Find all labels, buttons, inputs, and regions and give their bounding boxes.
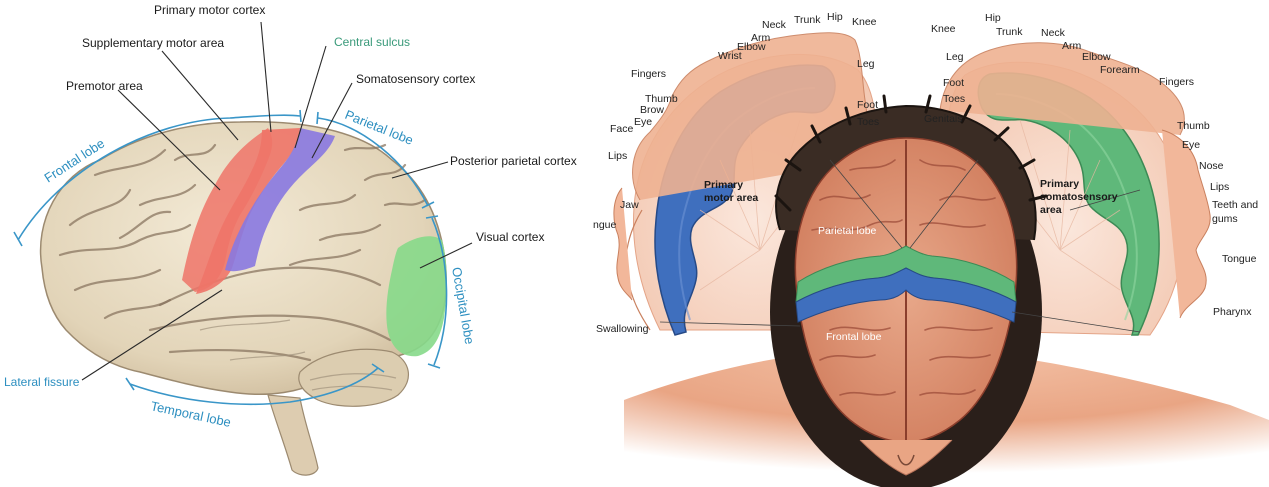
- motor-label: Swallowing: [596, 323, 649, 335]
- sensory-label: Lips: [1210, 181, 1229, 193]
- motor-region: [196, 128, 300, 294]
- parietal-lobe-arc: [317, 117, 429, 207]
- sensory-label: Nose: [1199, 160, 1224, 172]
- label-somatosensory-cortex: Somatosensory cortex: [356, 72, 475, 86]
- label-parietal-lobe-top: Parietal lobe: [818, 225, 877, 237]
- motor-label: Fingers: [631, 68, 666, 80]
- motor-label: Brow: [640, 104, 664, 116]
- label-posterior-parietal-cortex: Posterior parietal cortex: [450, 154, 577, 168]
- sensory-label: Foot: [943, 77, 964, 89]
- motor-label: Face: [610, 123, 634, 135]
- label-visual-cortex: Visual cortex: [476, 230, 544, 244]
- motor-label: Foot: [857, 99, 878, 111]
- motor-label: Wrist: [718, 50, 742, 62]
- label-frontal-lobe-top: Frontal lobe: [826, 331, 882, 343]
- sensory-label: Neck: [1041, 27, 1066, 39]
- head-top-view: [770, 94, 1048, 487]
- sensory-label: Forearm: [1100, 64, 1140, 76]
- sensory-homunculus-labels: Hip Knee Trunk Neck Arm Elbow Forearm Le…: [924, 12, 1258, 318]
- motor-label: Thumb: [645, 93, 678, 105]
- label-primary-motor-area: Primary motor area: [704, 179, 758, 204]
- motor-label: Trunk: [794, 14, 821, 26]
- motor-label: Toes: [857, 116, 879, 128]
- motor-label: Hip: [827, 11, 843, 23]
- sensory-label: Leg: [946, 51, 964, 63]
- motor-label: Eye: [634, 116, 652, 128]
- motor-label: Neck: [762, 19, 787, 31]
- sensory-label: gums: [1212, 213, 1238, 225]
- motor-label: ngue: [593, 219, 617, 231]
- right-panel: Primary motor area Primary somatosensory…: [593, 11, 1269, 487]
- left-panel: Primary motor cortex Supplementary motor…: [4, 3, 577, 476]
- sensory-label: Teeth and: [1212, 199, 1258, 211]
- sensory-label: Eye: [1182, 139, 1200, 151]
- visual-region: [386, 236, 447, 357]
- sensory-label: Toes: [943, 93, 965, 105]
- motor-label: Lips: [608, 150, 627, 162]
- sensory-label: Genitals: [924, 113, 963, 125]
- motor-label: Leg: [857, 58, 875, 70]
- label-occipital-lobe: Occipital lobe: [449, 266, 477, 345]
- motor-label: Jaw: [620, 199, 639, 211]
- motor-homunculus-labels: Neck Trunk Hip Knee Arm Elbow Wrist Leg …: [593, 11, 879, 335]
- frontal-lobe-arc: [17, 114, 301, 241]
- motor-label: Arm: [751, 32, 771, 44]
- sensory-label: Elbow: [1082, 51, 1111, 63]
- label-supplementary-motor-area: Supplementary motor area: [82, 36, 224, 50]
- sensory-label: Pharynx: [1213, 306, 1252, 318]
- sensory-label: Thumb: [1177, 120, 1210, 132]
- sensory-label: Trunk: [996, 26, 1023, 38]
- label-primary-motor-cortex: Primary motor cortex: [154, 3, 265, 17]
- lateral-brain: [39, 121, 447, 476]
- label-central-sulcus: Central sulcus: [334, 35, 410, 49]
- motor-label: Elbow: [737, 41, 766, 53]
- occipital-lobe-arc: [431, 217, 448, 366]
- premotor-region: [182, 128, 273, 292]
- label-primary-somatosensory-area: Primary somatosensory area: [1040, 178, 1121, 216]
- sensory-label: Hip: [985, 12, 1001, 24]
- motor-band: [795, 267, 1017, 323]
- motor-label: Knee: [852, 16, 877, 28]
- label-lateral-fissure: Lateral fissure: [4, 375, 80, 389]
- sensory-label: Arm: [1062, 40, 1082, 52]
- somatosensory-region: [225, 128, 335, 272]
- sensory-label: Fingers: [1159, 76, 1194, 88]
- sensory-label: Tongue: [1222, 253, 1257, 265]
- label-premotor-area: Premotor area: [66, 79, 143, 93]
- sensory-label: Knee: [931, 23, 956, 35]
- temporal-lobe-arc: [129, 367, 379, 406]
